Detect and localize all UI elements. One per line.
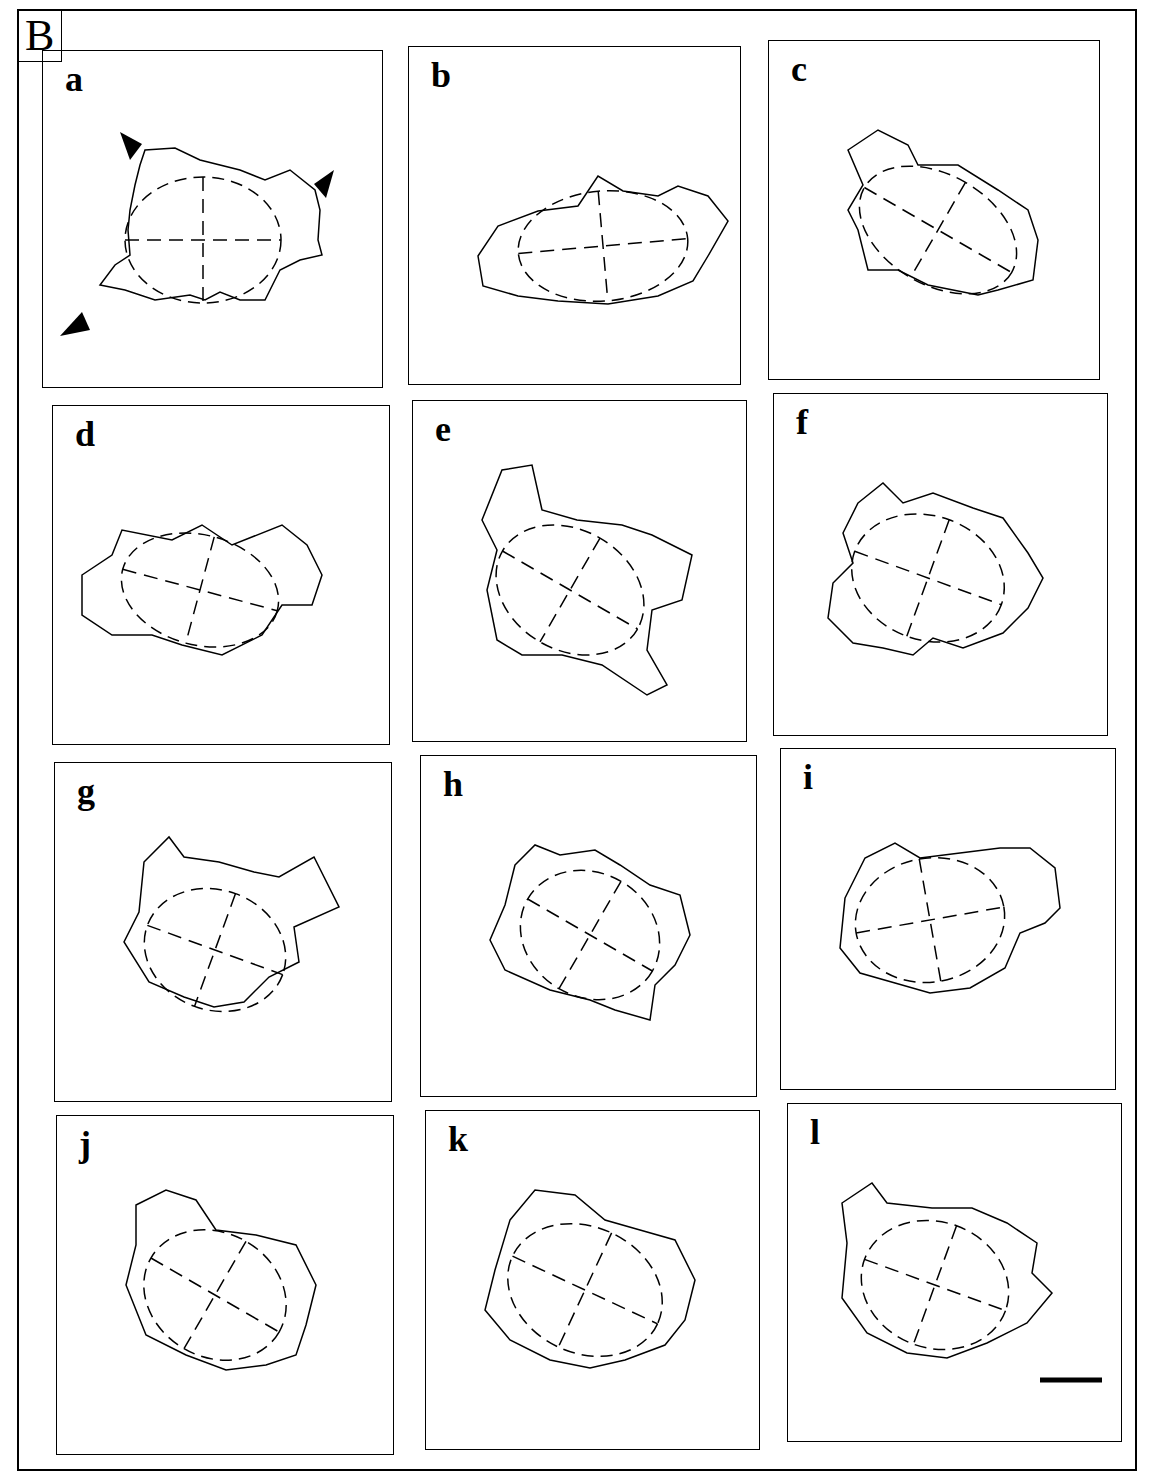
subpanel-frame: d <box>52 405 390 745</box>
subpanel-letter: f <box>796 404 808 440</box>
cell-drawings <box>60 130 1060 1386</box>
subpanel-frame: j <box>56 1115 394 1455</box>
subpanel-frame: h <box>420 755 757 1097</box>
subpanel-frame: b <box>408 46 741 385</box>
panel-letter-box: B <box>18 10 62 62</box>
subpanel-frame: i <box>780 748 1116 1090</box>
subpanel-frame: l <box>787 1103 1122 1442</box>
subpanel-letter: k <box>448 1121 468 1157</box>
panel-frame <box>18 10 1136 1470</box>
subpanel-letter: e <box>435 411 451 447</box>
subpanel-frame: a <box>42 50 383 388</box>
subpanel-letter: l <box>810 1114 820 1150</box>
subpanel-letter: d <box>75 416 95 452</box>
subpanel-letter: i <box>803 759 813 795</box>
scale-bar <box>1040 1378 1102 1383</box>
subpanel-letter: a <box>65 61 83 97</box>
subpanel-frame: f <box>773 393 1108 736</box>
subpanel-letter: c <box>791 51 807 87</box>
subpanel-frame: c <box>768 40 1100 380</box>
subpanel-letter: j <box>79 1126 91 1162</box>
subpanel-frame: g <box>54 762 392 1102</box>
subpanel-frame: e <box>412 400 747 742</box>
subpanel-frame: k <box>425 1110 760 1450</box>
subpanel-letter: b <box>431 57 451 93</box>
subpanel-letter: h <box>443 766 463 802</box>
panel-letter: B <box>25 14 54 58</box>
subpanel-letter: g <box>77 773 95 809</box>
